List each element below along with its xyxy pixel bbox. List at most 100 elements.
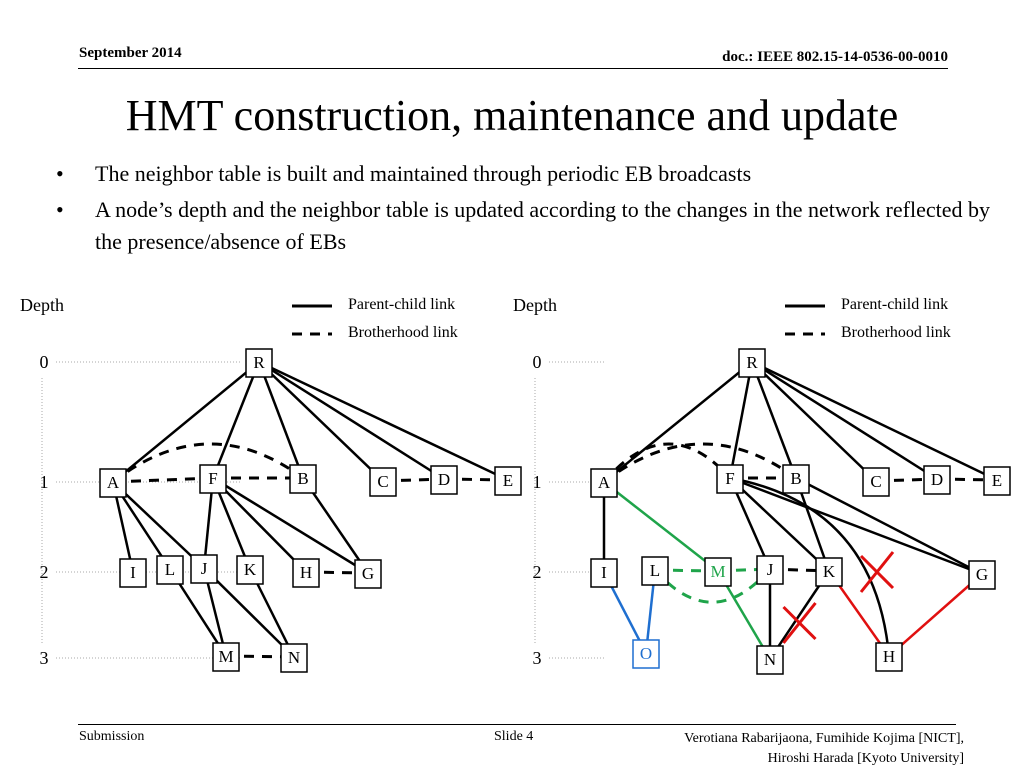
- parent-child-link: [258, 360, 445, 481]
- footer-authors-line1: Verotiana Rabarijaona, Fumihide Kojima […: [684, 731, 964, 746]
- depth-level-label: 1: [533, 472, 542, 492]
- footer-submission: Submission: [79, 729, 145, 744]
- parent-child-link: [751, 360, 938, 481]
- bullet-item: • A node’s depth and the neighbor table …: [52, 194, 992, 258]
- depth-level-label: 2: [533, 562, 542, 582]
- node-m: M: [704, 557, 732, 587]
- node-f: F: [716, 464, 744, 494]
- node-b: B: [289, 464, 317, 494]
- node-c: C: [862, 467, 890, 497]
- node-box: [632, 639, 660, 669]
- node-label: D: [931, 470, 943, 489]
- node-box: [199, 464, 227, 494]
- node-label: A: [598, 473, 611, 492]
- depth-level-label: 0: [533, 352, 542, 372]
- node-box: [99, 468, 127, 498]
- node-label: I: [130, 563, 136, 582]
- brotherhood-link: [603, 442, 797, 484]
- node-label: H: [300, 563, 312, 582]
- parent-child-link: [258, 360, 509, 482]
- legend-brotherhood-label: Brotherhood link: [348, 324, 458, 341]
- node-box: [923, 465, 951, 495]
- node-label: C: [870, 472, 881, 491]
- depth-level-label: 3: [533, 648, 542, 668]
- parent-child-link: [112, 481, 205, 569]
- legend-brotherhood-label: Brotherhood link: [841, 324, 951, 341]
- node-box: [738, 348, 766, 378]
- node-box: [119, 558, 147, 588]
- node-d: D: [923, 465, 951, 495]
- new-parent-child-link: [603, 481, 719, 572]
- node-label: K: [244, 560, 257, 579]
- node-box: [983, 466, 1011, 496]
- node-label: H: [883, 647, 895, 666]
- node-label: D: [438, 470, 450, 489]
- parent-child-link: [729, 476, 983, 576]
- node-label: B: [790, 469, 801, 488]
- broken-link-cross: [782, 602, 817, 644]
- depth-axis-label: Depth: [20, 295, 64, 315]
- node-label: A: [107, 473, 120, 492]
- node-e: E: [494, 466, 522, 496]
- parent-child-link: [795, 476, 983, 576]
- parent-child-link: [750, 361, 798, 479]
- parent-child-link: [203, 567, 295, 658]
- node-box: [590, 558, 618, 588]
- node-box: [590, 468, 618, 498]
- node-label: L: [165, 560, 175, 579]
- parent-child-link: [729, 477, 830, 572]
- node-m: M: [212, 642, 240, 672]
- footer-slide-number: Slide 4: [494, 729, 534, 744]
- header-doc-id: doc.: IEEE 802.15-14-0536-00-0010: [722, 49, 948, 65]
- bullet-text: The neighbor table is built and maintain…: [95, 161, 752, 186]
- parent-child-link: [728, 361, 754, 479]
- node-label: J: [201, 559, 208, 578]
- parent-child-link: [257, 361, 305, 479]
- node-a: A: [99, 468, 127, 498]
- node-c: C: [369, 467, 397, 497]
- parent-child-link: [751, 360, 998, 482]
- footer-authors-line2: Hiroshi Harada [Kyoto University]: [767, 751, 964, 766]
- node-a: A: [590, 468, 618, 498]
- node-g: G: [968, 560, 996, 590]
- node-h: H: [875, 642, 903, 672]
- bullet-list: • The neighbor table is built and mainta…: [52, 158, 992, 262]
- footer-authors: Verotiana Rabarijaona, Fumihide Kojima […: [684, 729, 964, 769]
- parent-child-link: [751, 361, 877, 482]
- node-box: [862, 467, 890, 497]
- node-box: [968, 560, 996, 590]
- node-box: [292, 558, 320, 588]
- node-box: [156, 555, 184, 585]
- node-label: G: [362, 564, 374, 583]
- node-label: F: [208, 469, 217, 488]
- node-e: E: [983, 466, 1011, 496]
- node-label: E: [503, 471, 513, 490]
- node-label: M: [218, 647, 233, 666]
- parent-child-link: [258, 361, 384, 482]
- node-label: L: [650, 561, 660, 580]
- parent-child-link: [212, 477, 307, 573]
- legend-parent-child-label: Parent-child link: [841, 296, 948, 313]
- node-box: [782, 464, 810, 494]
- footer-rule: [78, 724, 956, 725]
- slide-title: HMT construction, maintenance and update: [125, 91, 899, 140]
- depth-level-label: 1: [40, 472, 49, 492]
- node-box: [716, 464, 744, 494]
- depth-level-label: 3: [40, 648, 49, 668]
- node-label: J: [767, 560, 774, 579]
- brotherhood-link: [602, 442, 732, 483]
- parent-child-link: [212, 476, 369, 575]
- node-box: [815, 557, 843, 587]
- node-k: K: [815, 557, 843, 587]
- node-box: [289, 464, 317, 494]
- node-box: [236, 555, 264, 585]
- node-r: R: [245, 348, 273, 378]
- node-label: F: [725, 469, 734, 488]
- node-box: [190, 554, 218, 584]
- node-label: N: [764, 650, 776, 669]
- node-f: F: [199, 464, 227, 494]
- node-box: [212, 642, 240, 672]
- node-k: K: [236, 555, 264, 585]
